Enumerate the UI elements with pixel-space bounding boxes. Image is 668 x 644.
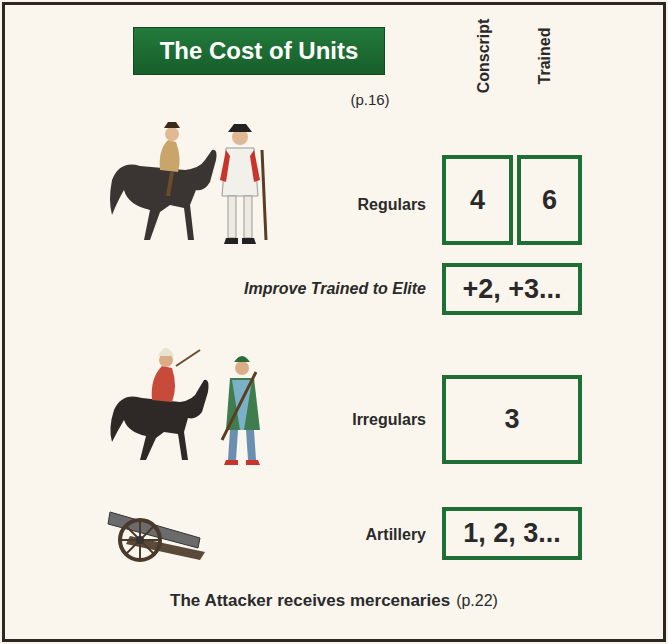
- page-ref: (p.22): [456, 592, 498, 610]
- regular-infantry: [220, 124, 266, 244]
- cost-box: +2, +3...: [442, 263, 582, 315]
- column-header: Trained: [536, 28, 554, 85]
- row-label: Artillery: [366, 526, 426, 544]
- title-text: The Cost of Units: [160, 37, 359, 65]
- row-label: Regulars: [358, 196, 426, 214]
- cost-box: 3: [442, 375, 582, 464]
- cost-box: 4: [442, 155, 513, 245]
- footer-note: The Attacker receives mercenaries: [170, 591, 450, 611]
- cost-box: 1, 2, 3...: [442, 507, 582, 560]
- row-label: Improve Trained to Elite: [244, 280, 426, 298]
- column-header: Conscript: [475, 19, 493, 94]
- cost-value: +2, +3...: [462, 274, 561, 305]
- cost-value: 3: [504, 404, 519, 435]
- title-banner: The Cost of Units: [133, 27, 385, 75]
- artillery-cannon: [108, 512, 205, 560]
- irregular-cavalry: [110, 348, 208, 460]
- cost-box: 6: [517, 155, 582, 245]
- irregular-infantry: [222, 356, 260, 465]
- regular-cavalry: [110, 122, 217, 240]
- cost-value: 4: [470, 185, 485, 216]
- cost-value: 1, 2, 3...: [463, 518, 561, 549]
- row-label: Irregulars: [352, 411, 426, 429]
- page-ref: (p.16): [350, 91, 389, 108]
- footer-line: The Attacker receives mercenaries (p.22): [0, 588, 668, 614]
- cost-value: 6: [542, 185, 557, 216]
